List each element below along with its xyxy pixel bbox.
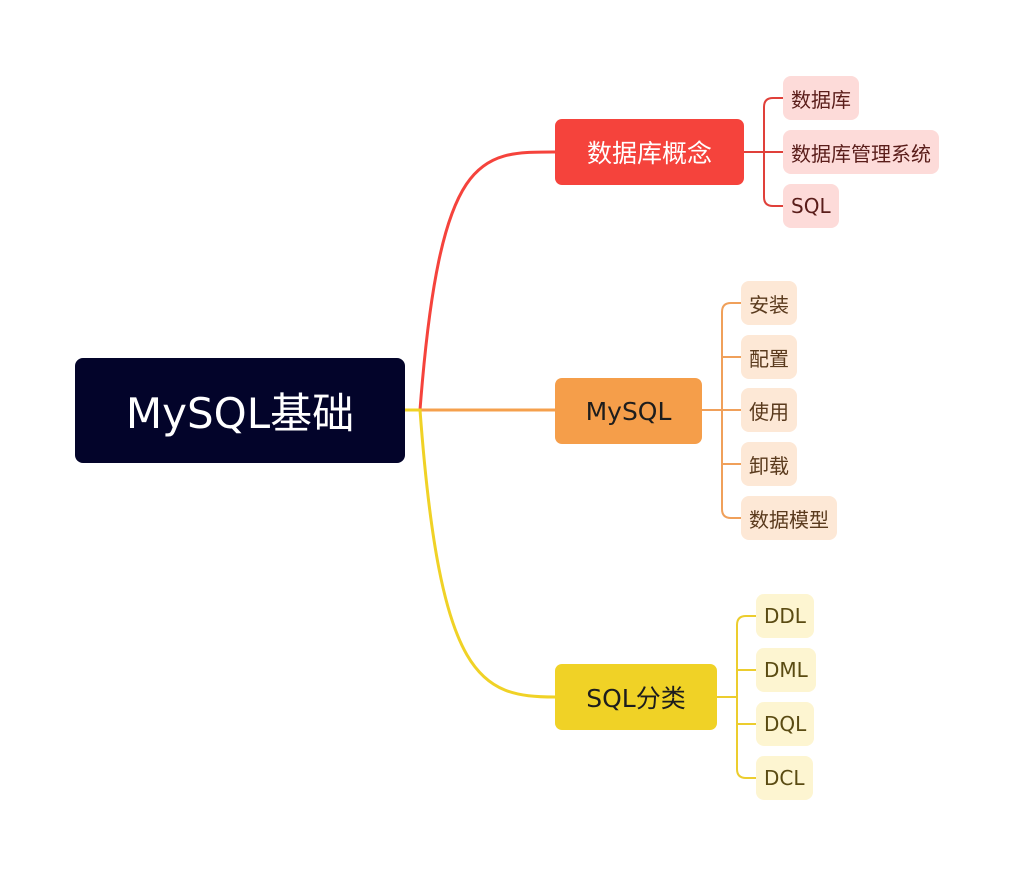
leaf-label: DQL [764,712,807,736]
leaf-node[interactable]: 安装 [741,281,797,325]
leaf-node[interactable]: SQL [783,184,839,228]
leaf-node[interactable]: 卸载 [741,442,797,486]
links-concepts [744,97,783,207]
links-sqlclass [717,615,756,779]
leaf-node[interactable]: DML [756,648,816,692]
branch-node-concepts[interactable]: 数据库概念 [555,119,744,185]
branch-label: 数据库概念 [586,139,712,168]
leaf-label: DDL [764,604,806,628]
root-label: MySQL基础 [125,389,355,438]
leaf-node[interactable]: 使用 [741,388,797,432]
leaf-label: 数据库管理系统 [791,141,931,166]
leaf-node[interactable]: 数据库管理系统 [783,130,939,174]
leaf-label: 数据模型 [749,507,829,532]
branch-node-sql-classification[interactable]: SQL分类 [555,664,717,730]
branch-node-mysql[interactable]: MySQL [555,378,702,444]
leaf-label: DCL [764,766,805,790]
leaf-label: 配置 [749,346,789,371]
links-mysql [702,302,741,519]
leaf-node[interactable]: 配置 [741,335,797,379]
leaf-label: 卸载 [749,453,789,478]
branch-label: SQL分类 [586,684,686,713]
branch-label: MySQL [585,396,672,426]
leaf-node[interactable]: DCL [756,756,813,800]
leaf-label: 数据库 [791,87,851,112]
leaf-node[interactable]: 数据模型 [741,496,837,540]
link-root-concepts [405,150,556,412]
leaf-node[interactable]: DDL [756,594,814,638]
leaf-label: DML [764,658,808,682]
leaf-label: SQL [791,194,831,218]
leaf-node[interactable]: 数据库 [783,76,859,120]
root-node[interactable]: MySQL基础 [75,358,405,463]
leaf-label: 安装 [749,292,789,317]
leaf-node[interactable]: DQL [756,702,815,746]
link-root-sqlclass [405,408,556,699]
leaf-label: 使用 [749,399,789,424]
